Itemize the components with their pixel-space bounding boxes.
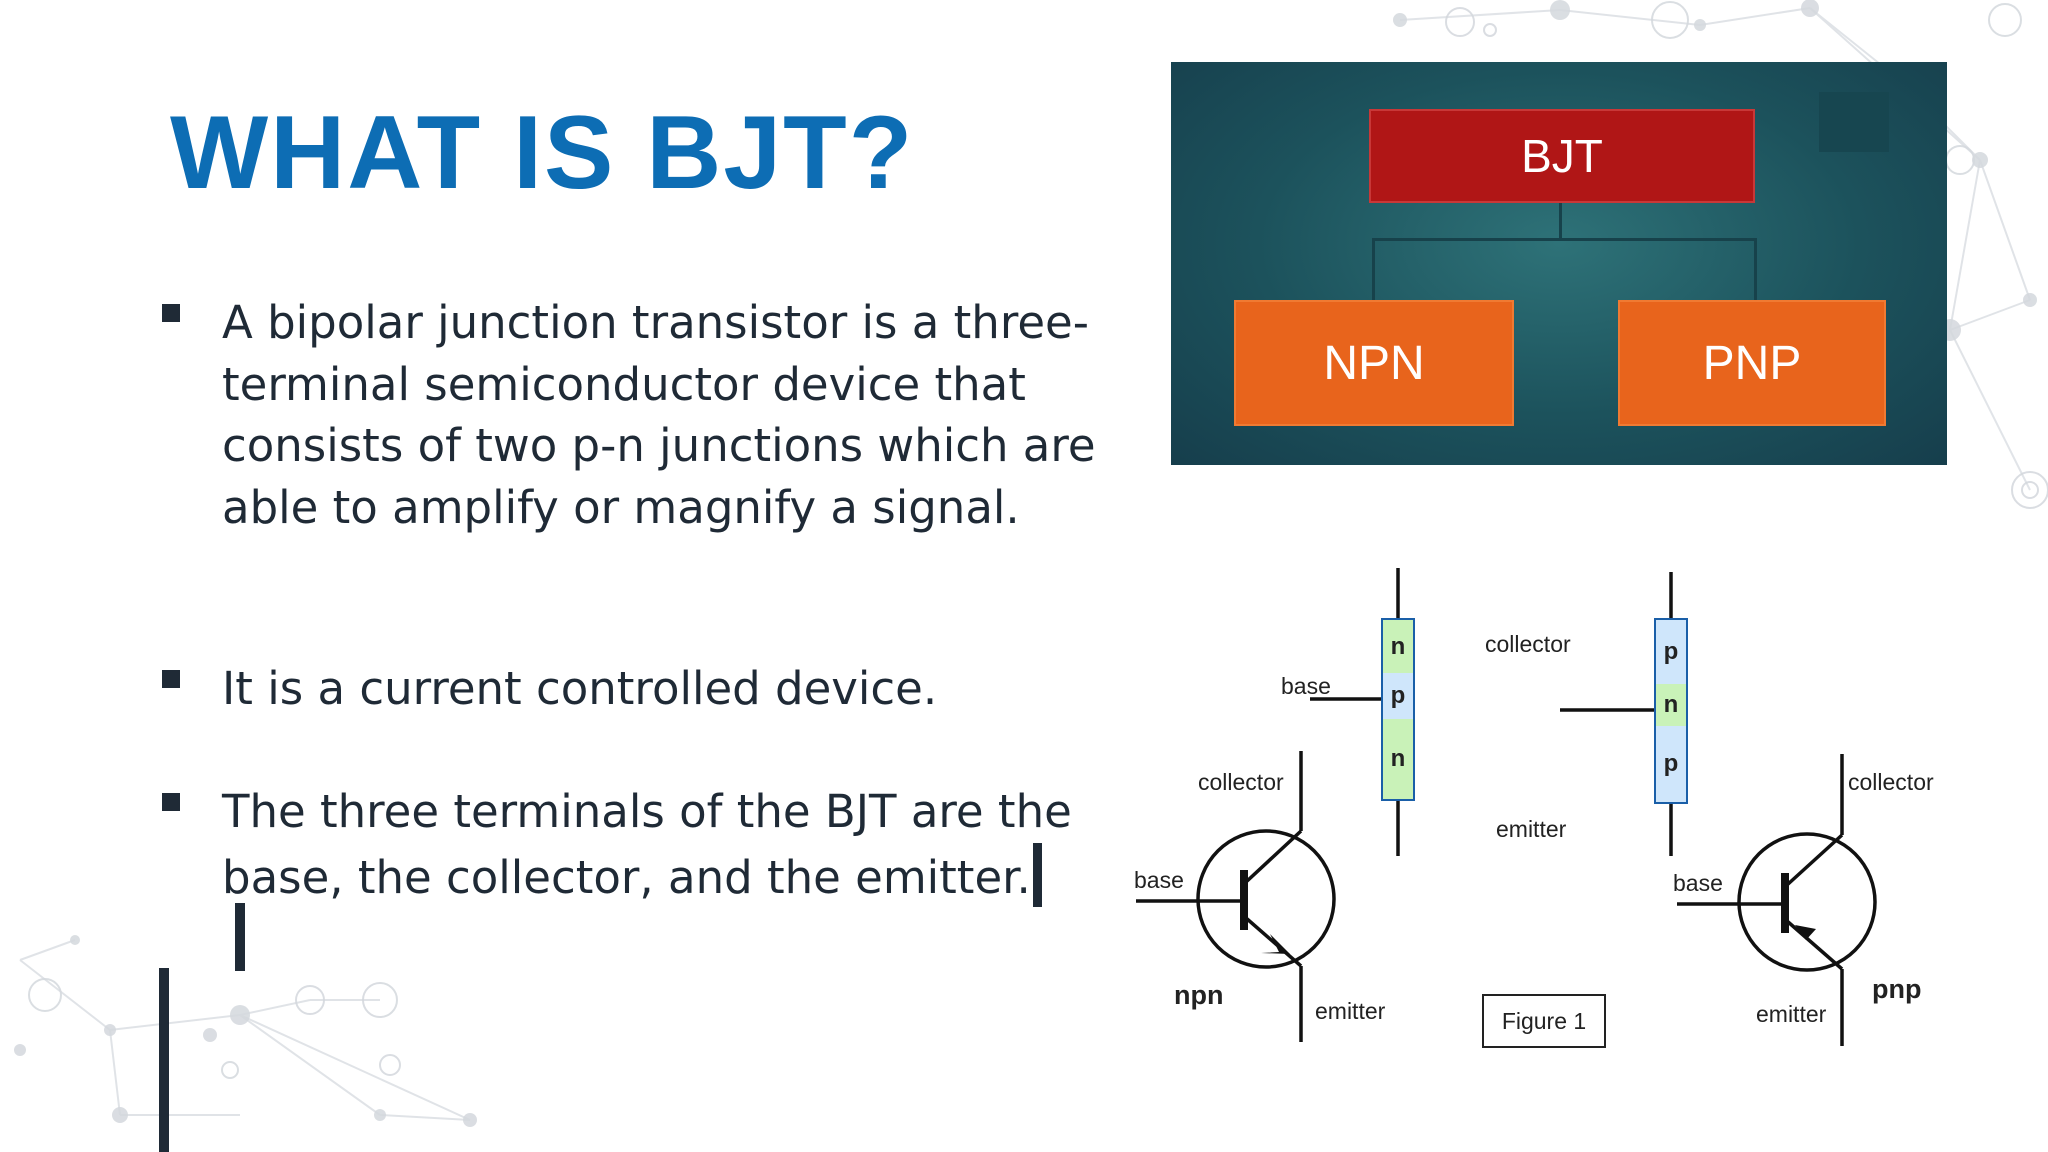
center-collector-label: collector bbox=[1485, 631, 1571, 657]
bjt-classification-image: BJT NPN PNP bbox=[1171, 62, 1947, 465]
transistor-diagram: n p n p n p base collector emitter colle… bbox=[1110, 556, 1970, 1076]
npn-emitter-label: emitter bbox=[1315, 998, 1386, 1024]
corner-square bbox=[1819, 92, 1889, 152]
network-decoration-bottom-left bbox=[14, 935, 477, 1127]
bullet-text-wrapper[interactable]: The three terminals of the BJT are the b… bbox=[222, 781, 1102, 908]
pnp-layer-p-bottom: p bbox=[1654, 726, 1688, 804]
pnp-base-label: base bbox=[1673, 870, 1723, 896]
bullet-text: It is a current controlled device. bbox=[222, 662, 938, 715]
decorative-bar bbox=[235, 903, 245, 971]
npn-name-label: npn bbox=[1174, 980, 1224, 1010]
pnp-layer-n: n bbox=[1654, 684, 1688, 726]
connector-line bbox=[1372, 238, 1375, 300]
bullet-marker bbox=[162, 304, 180, 322]
bullet-text: A bipolar junction transistor is a three… bbox=[222, 296, 1096, 534]
pnp-collector-label: collector bbox=[1848, 769, 1934, 795]
bullet-marker bbox=[162, 793, 180, 811]
npn-base-label: base bbox=[1134, 867, 1184, 893]
bullet-text: The three terminals of the BJT are the b… bbox=[222, 785, 1072, 904]
bullet-marker bbox=[162, 670, 180, 688]
pnp-emitter-label: emitter bbox=[1756, 1001, 1827, 1027]
slide-title: WHAT IS BJT? bbox=[170, 95, 915, 211]
npn-layer-p: p bbox=[1381, 673, 1415, 719]
pnp-emitter-arrow bbox=[1795, 925, 1816, 940]
pnp-layer-p-top: p bbox=[1654, 618, 1688, 684]
npn-layer-n-bottom: n bbox=[1381, 719, 1415, 801]
npn-collector-label: collector bbox=[1198, 769, 1284, 795]
connector-line bbox=[1559, 199, 1562, 239]
npn-emitter-arrow bbox=[1261, 934, 1290, 954]
npn-layer-n-top: n bbox=[1381, 618, 1415, 673]
pnp-name-label: pnp bbox=[1872, 974, 1922, 1004]
center-emitter-label: emitter bbox=[1496, 816, 1567, 842]
connector-line bbox=[1372, 238, 1757, 241]
tree-node-pnp: PNP bbox=[1618, 300, 1886, 426]
text-cursor bbox=[1032, 842, 1042, 907]
tree-node-npn: NPN bbox=[1234, 300, 1514, 426]
decorative-bar bbox=[159, 968, 169, 1152]
connector-line bbox=[1754, 238, 1757, 300]
npn-stack-base-label: base bbox=[1281, 673, 1331, 699]
tree-root-bjt: BJT bbox=[1369, 109, 1755, 203]
figure-caption: Figure 1 bbox=[1482, 994, 1606, 1048]
